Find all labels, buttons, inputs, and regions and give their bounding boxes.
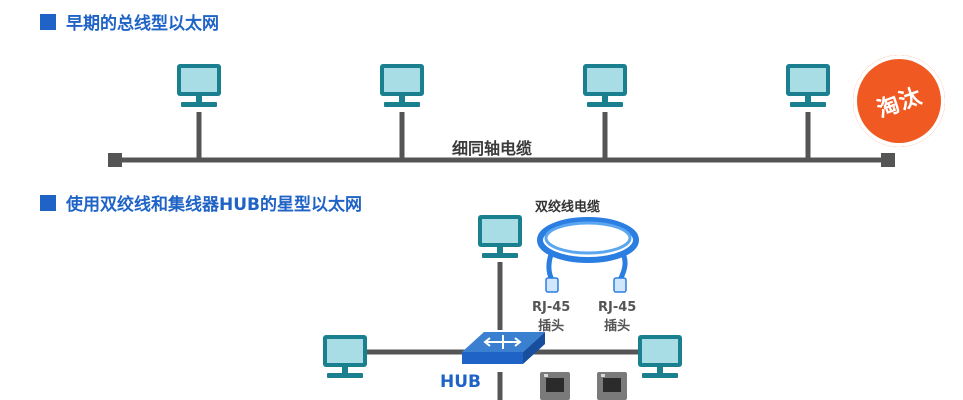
computer-icon bbox=[380, 64, 424, 107]
computer-icon bbox=[177, 64, 221, 107]
rj45-label-line2: 插头 bbox=[538, 319, 565, 334]
rj45-plug-label-2: RJ-45 插头 bbox=[598, 298, 636, 336]
bus-terminator-right bbox=[881, 153, 895, 167]
stamp-text: 淘汰 bbox=[873, 83, 926, 123]
bus-terminator-left bbox=[108, 153, 122, 167]
computer-icon bbox=[786, 64, 830, 107]
star-title-text: 使用双绞线和集线器HUB的星型以太网 bbox=[66, 195, 362, 215]
rj45-plug-label-1: RJ-45 插头 bbox=[532, 298, 570, 336]
star-topology bbox=[323, 215, 682, 400]
rj45-label-line2: 插头 bbox=[604, 319, 631, 334]
star-section-title: 使用双绞线和集线器HUB的星型以太网 bbox=[40, 190, 362, 215]
twisted-pair-cable-icon bbox=[537, 217, 639, 293]
title-bullet-icon bbox=[40, 194, 56, 211]
computer-icon bbox=[478, 215, 522, 258]
rj45-label-line1: RJ-45 bbox=[598, 300, 637, 315]
hub-icon bbox=[462, 332, 545, 364]
computer-icon bbox=[583, 64, 627, 107]
bus-title-text: 早期的总线型以太网 bbox=[66, 14, 219, 34]
obsolete-stamp: 淘汰 bbox=[853, 55, 945, 147]
title-bullet-icon bbox=[40, 13, 56, 30]
computer-icon bbox=[638, 335, 682, 378]
hub-label: HUB bbox=[440, 372, 481, 392]
coax-cable-label: 细同轴电缆 bbox=[452, 139, 533, 158]
bus-topology bbox=[108, 64, 895, 167]
bus-section-title: 早期的总线型以太网 bbox=[40, 9, 219, 34]
computer-icon bbox=[323, 335, 367, 378]
twisted-pair-label: 双绞线电缆 bbox=[535, 200, 601, 215]
rj45-label-line1: RJ-45 bbox=[532, 300, 571, 315]
rj45-port-icon bbox=[540, 372, 570, 400]
rj45-port-icon bbox=[597, 372, 627, 400]
